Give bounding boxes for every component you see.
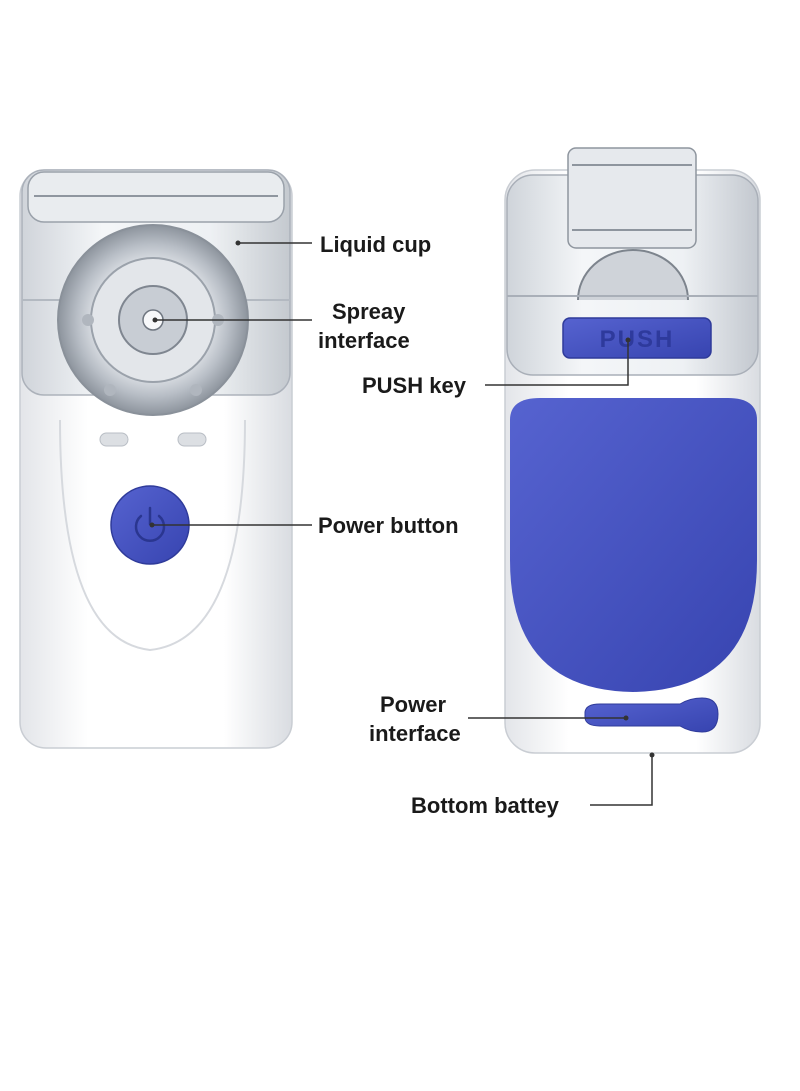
nebulizer-back-view: PUSH: [504, 147, 761, 754]
label-spray-interface-line1: Spreay: [332, 299, 406, 324]
label-liquid-cup: Liquid cup: [320, 232, 432, 257]
leader-lines: [149, 240, 655, 806]
leader-line-bottom-battery: [590, 755, 653, 806]
leader-dot-bottom-battery: [649, 752, 655, 758]
label-spray-interface: Spreay interface: [318, 297, 410, 355]
front-screw: [82, 314, 94, 326]
back-blue-panel: [510, 398, 757, 692]
nebulizer-front-view: [19, 169, 293, 749]
push-key-text: PUSH: [600, 326, 675, 353]
label-power-interface-line2: interface: [369, 721, 461, 746]
front-screw: [104, 384, 116, 396]
front-body-curve: [59, 419, 246, 652]
back-cup-lid: [567, 147, 697, 249]
label-bottom-battery: Bottom battey: [411, 793, 559, 818]
label-power-button: Power button: [318, 513, 459, 538]
leader-dot-power-interface: [623, 715, 629, 721]
label-power-interface: Power interface: [369, 690, 461, 748]
back-spray-dome: [577, 249, 689, 301]
front-indicator-light-right: [177, 432, 207, 447]
leader-dot-spray-interface: [152, 317, 158, 323]
label-spray-interface-line2: interface: [318, 328, 410, 353]
leader-dot-liquid-cup: [235, 240, 241, 246]
leader-dot-power-button: [149, 522, 155, 528]
power-interface-port: [584, 697, 719, 733]
leader-dot-push-key: [625, 337, 631, 343]
label-power-interface-line1: Power: [380, 692, 447, 717]
push-key: [562, 317, 712, 359]
power-symbol-icon: [134, 506, 166, 542]
front-screw: [190, 384, 202, 396]
leader-line-push-key: [485, 340, 629, 386]
front-indicator-light-left: [99, 432, 129, 447]
label-push-key: PUSH key: [362, 373, 466, 398]
